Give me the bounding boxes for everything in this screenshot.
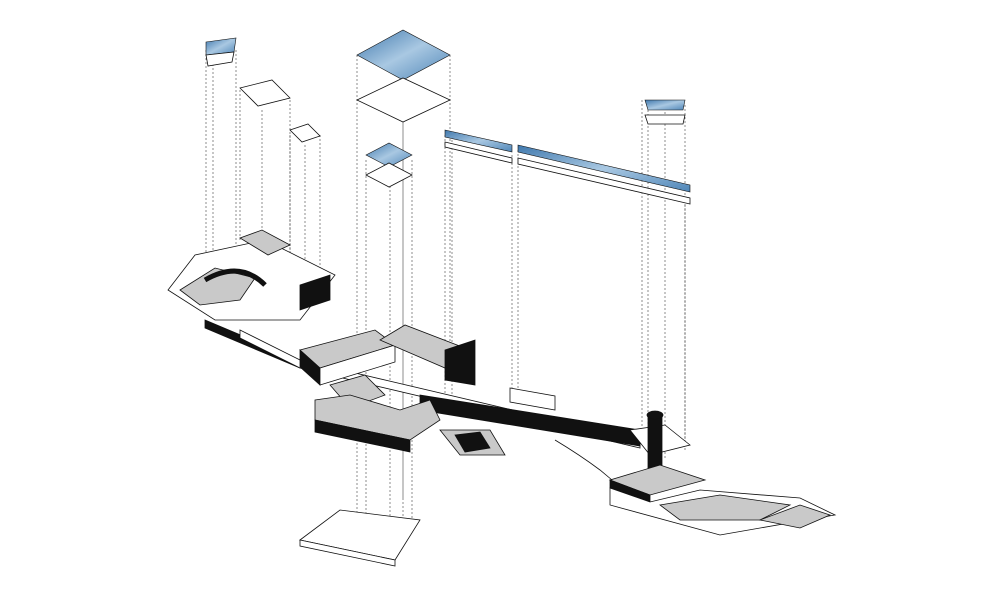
walkway [239,329,641,449]
lower-floor-plate [299,509,421,567]
central-block [299,324,506,456]
sky-plates [205,29,691,205]
right-terrace [554,410,837,536]
